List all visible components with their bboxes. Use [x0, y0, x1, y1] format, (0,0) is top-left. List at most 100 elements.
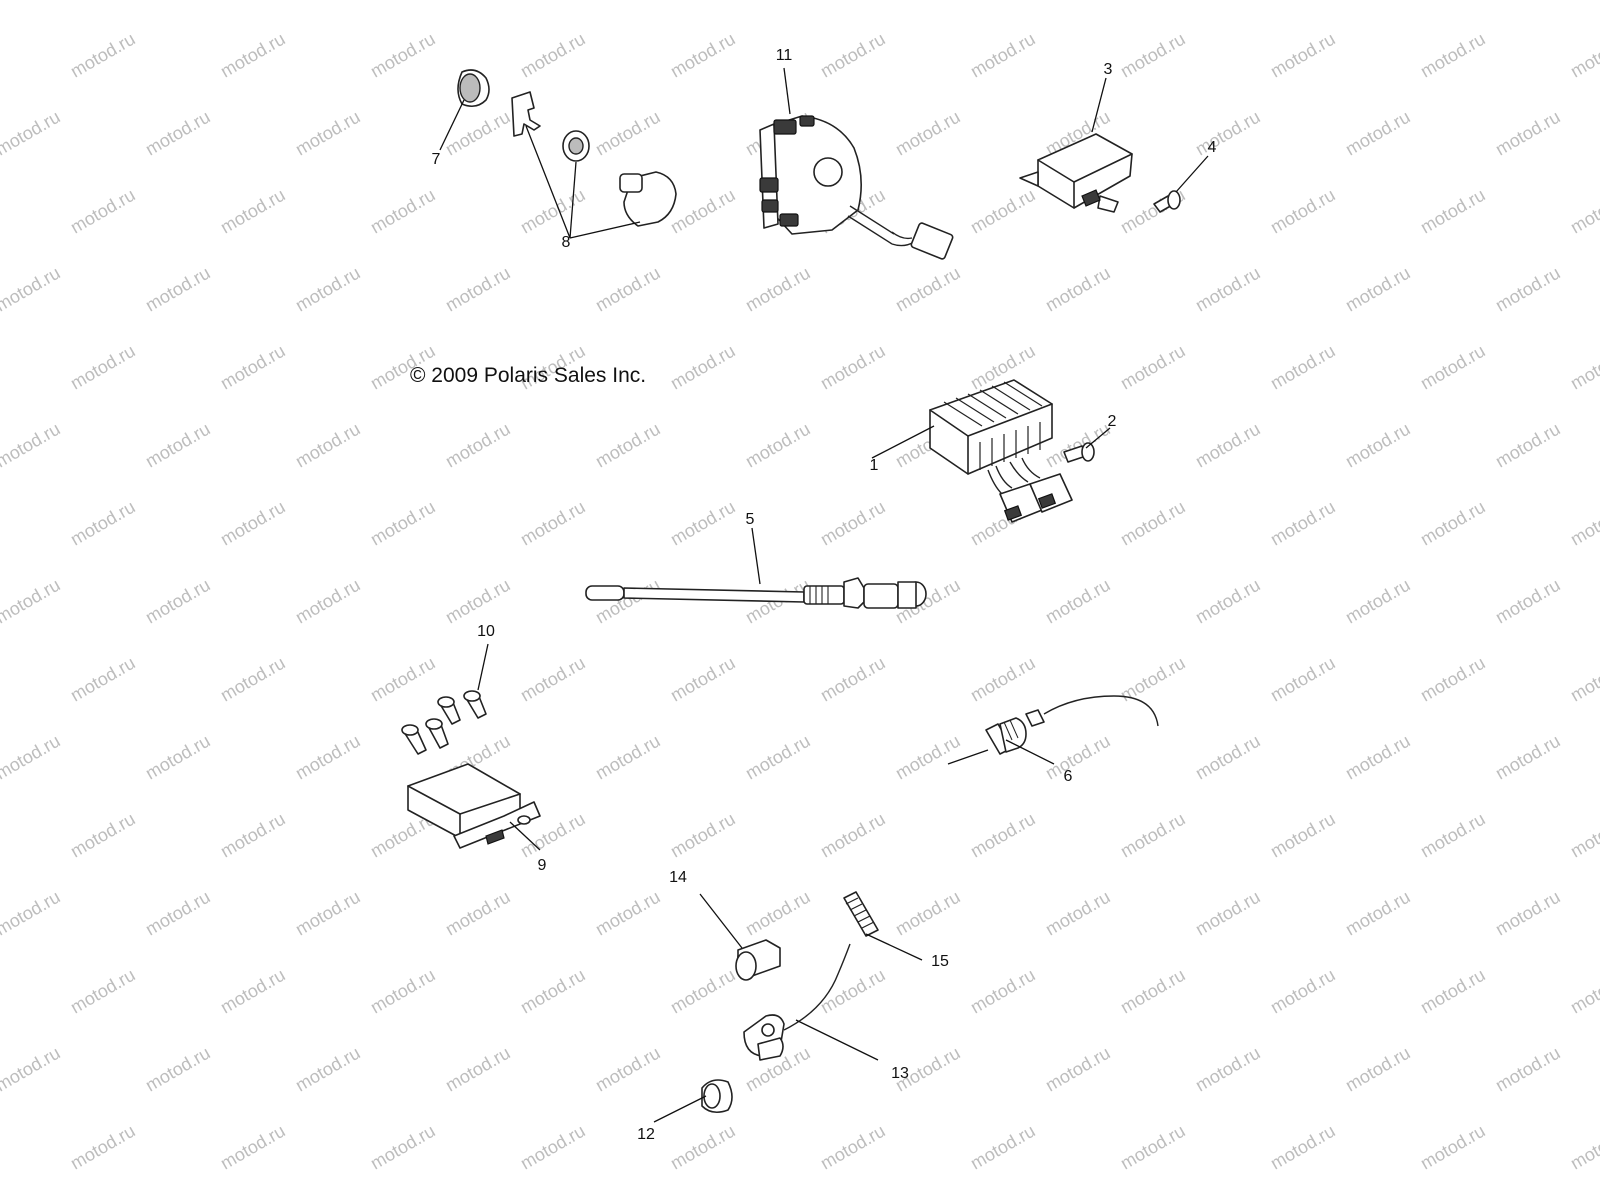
- callouts: 7 8 11 3 4 1 2 5 10 9 6 14 15 13 12: [432, 47, 1217, 1143]
- watermark-text: motod.ru: [1492, 887, 1564, 940]
- watermark-text: motod.ru: [1117, 965, 1189, 1018]
- watermark-text: motod.ru: [292, 1043, 364, 1096]
- watermark-text: motod.ru: [592, 419, 664, 472]
- watermark-text: motod.ru: [1417, 341, 1489, 394]
- watermark-text: motod.ru: [1042, 1043, 1114, 1096]
- watermark-text: motod.ru: [967, 809, 1039, 862]
- callout-3: 3: [1104, 61, 1113, 78]
- watermark-text: motod.ru: [1567, 341, 1600, 394]
- watermark-text: motod.ru: [817, 29, 889, 82]
- watermark-text: motod.ru: [367, 497, 439, 550]
- watermark-text: motod.ru: [0, 0, 64, 3]
- watermark-text: motod.ru: [892, 107, 964, 160]
- watermark-text: motod.ru: [142, 575, 214, 628]
- watermark-text: motod.ru: [517, 965, 589, 1018]
- part-14-bolt: [735, 939, 781, 981]
- watermark-text: motod.ru: [217, 653, 289, 706]
- watermark-text: motod.ru: [1267, 341, 1339, 394]
- watermark-text: motod.ru: [1567, 29, 1600, 82]
- watermark-text: motod.ru: [367, 653, 439, 706]
- watermark-text: motod.ru: [817, 341, 889, 394]
- watermark-text: motod.ru: [142, 731, 214, 784]
- watermark-text: motod.ru: [292, 731, 364, 784]
- watermark-text: motod.ru: [1567, 965, 1600, 1018]
- watermark-text: motod.ru: [592, 107, 664, 160]
- watermark-text: motod.ru: [217, 1121, 289, 1174]
- watermark-text: motod.ru: [1192, 263, 1264, 316]
- part-7-cap: [457, 69, 490, 108]
- callout-6: 6: [1064, 768, 1073, 785]
- part-13-speed-sensor: [743, 943, 851, 1061]
- watermark-text: motod.ru: [0, 575, 64, 628]
- watermark-text: motod.ru: [1042, 887, 1114, 940]
- watermark-text: motod.ru: [67, 809, 139, 862]
- watermark-text: motod.ru: [742, 419, 814, 472]
- callout-7: 7: [432, 151, 441, 168]
- watermark-text: motod.ru: [1117, 809, 1189, 862]
- watermark-text: motod.ru: [742, 887, 814, 940]
- watermark-text: motod.ru: [1492, 263, 1564, 316]
- watermark-text: motod.ru: [1417, 653, 1489, 706]
- watermark-text: motod.ru: [292, 107, 364, 160]
- watermark-text: motod.ru: [1117, 497, 1189, 550]
- watermark-text: motod.ru: [1267, 185, 1339, 238]
- callout-4: 4: [1208, 139, 1217, 156]
- watermark-text: motod.ru: [1417, 497, 1489, 550]
- watermark-text: motod.ru: [142, 1043, 214, 1096]
- watermark-text: motod.ru: [1342, 263, 1414, 316]
- watermark-text: motod.ru: [1342, 419, 1414, 472]
- watermark-text: motod.ru: [967, 1121, 1039, 1174]
- part-2-screw: [1063, 442, 1095, 463]
- watermark-text: motod.ru: [967, 653, 1039, 706]
- watermark-text: motod.ru: [1042, 575, 1114, 628]
- watermark-text: motod.ru: [1267, 965, 1339, 1018]
- watermark-text: motod.ru: [142, 419, 214, 472]
- callout-9: 9: [538, 857, 547, 874]
- watermark-text: motod.ru: [517, 29, 589, 82]
- watermark-text: motod.ru: [1192, 731, 1264, 784]
- watermark-text: motod.ru: [1342, 887, 1414, 940]
- watermark-text: motod.ru: [1342, 1043, 1414, 1096]
- watermark-text: motod.ru: [67, 185, 139, 238]
- watermark-text: motod.ru: [1492, 731, 1564, 784]
- watermark-text: motod.ru: [1342, 107, 1414, 160]
- watermark-text: motod.ru: [742, 0, 814, 3]
- watermark-text: motod.ru: [892, 887, 964, 940]
- watermark-text: motod.ru: [1492, 1043, 1564, 1096]
- watermark-text: motod.ru: [817, 1121, 889, 1174]
- watermark-text: motod.ru: [967, 185, 1039, 238]
- callout-1: 1: [870, 457, 879, 474]
- watermark-text: motod.ru: [0, 731, 64, 784]
- watermark-text: motod.ru: [1192, 887, 1264, 940]
- watermark-text: motod.ru: [1267, 809, 1339, 862]
- watermark-text: motod.ru: [592, 263, 664, 316]
- watermark-text: motod.ru: [442, 575, 514, 628]
- part-8-switch-set: [511, 91, 677, 227]
- watermark-text: motod.ru: [217, 185, 289, 238]
- watermark-text: motod.ru: [0, 263, 64, 316]
- watermark-text: motod.ru: [217, 29, 289, 82]
- watermark-text: motod.ru: [442, 263, 514, 316]
- part-11-handlebar-switch: [759, 115, 954, 260]
- watermark-text: motod.ru: [1567, 1121, 1600, 1174]
- watermark-text: motod.ru: [442, 419, 514, 472]
- watermark-text: motod.ru: [1117, 1121, 1189, 1174]
- watermark-text: motod.ru: [667, 965, 739, 1018]
- watermark-text: motod.ru: [1417, 29, 1489, 82]
- watermark-text: motod.ru: [517, 497, 589, 550]
- watermark-text: motod.ru: [1417, 965, 1489, 1018]
- watermark-text: motod.ru: [1192, 575, 1264, 628]
- watermark-text: motod.ru: [817, 809, 889, 862]
- watermark-text: motod.ru: [892, 0, 964, 3]
- watermark-text: motod.ru: [1342, 0, 1414, 3]
- watermark-text: motod.ru: [1492, 0, 1564, 3]
- callout-5: 5: [746, 511, 755, 528]
- watermark-text: motod.ru: [442, 887, 514, 940]
- watermark-text: motod.ru: [742, 263, 814, 316]
- watermark-text: motod.ru: [1492, 107, 1564, 160]
- watermark-text: motod.ru: [367, 29, 439, 82]
- watermark-text: motod.ru: [442, 0, 514, 3]
- watermark-text: motod.ru: [1567, 809, 1600, 862]
- watermark-text: motod.ru: [1417, 1121, 1489, 1174]
